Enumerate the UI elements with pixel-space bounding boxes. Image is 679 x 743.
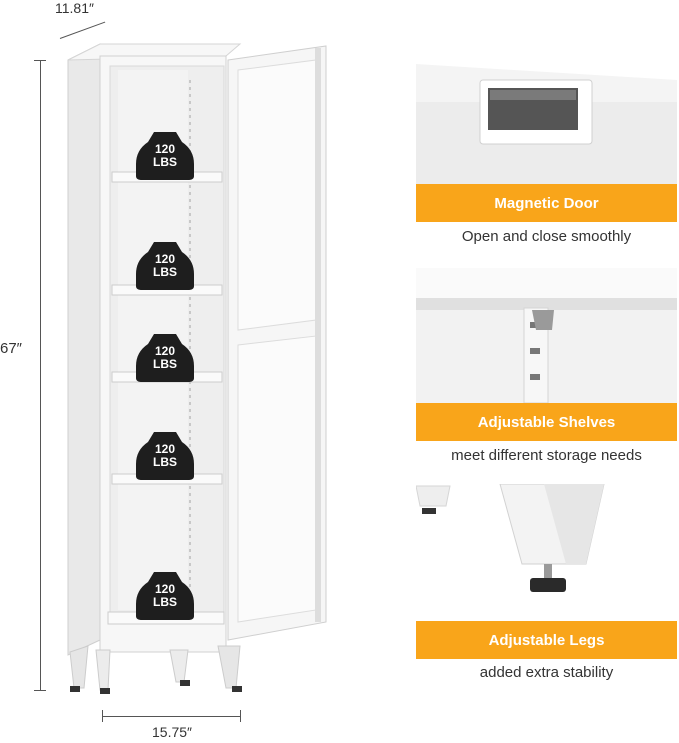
weight-unit: LBS <box>153 155 177 169</box>
adjustable-legs-image <box>416 484 677 608</box>
width-dimension-label: 15.75″ <box>152 724 192 740</box>
height-dimension-line <box>40 60 41 690</box>
adjustable-legs-subtitle: added extra stability <box>479 664 614 681</box>
weight-label-shelf-1: 120 LBS <box>138 143 192 169</box>
adjustable-shelves-photo <box>416 268 677 403</box>
cabinet-leg-front-right <box>217 645 241 689</box>
depth-dimension-label: 11.81″ <box>55 0 94 16</box>
door-inner-panel-bottom <box>237 335 317 623</box>
height-dimension-label: 67″ <box>0 338 24 359</box>
leg-foot <box>70 686 80 692</box>
adjustable-shelves-subtitle: meet different storage needs <box>451 447 642 464</box>
height-dimension-cap-top <box>34 60 46 61</box>
weight-value: 120 <box>154 442 176 456</box>
width-dimension-cap-left <box>102 710 103 722</box>
weight-label-shelf-4: 120 LBS <box>138 443 192 469</box>
cabinet-leg-front-left <box>69 645 89 689</box>
weight-value: 120 <box>154 142 176 156</box>
weight-value: 120 <box>154 252 176 266</box>
weight-value: 120 <box>154 582 176 596</box>
leg-foot <box>100 688 110 694</box>
weight-value: 120 <box>154 344 176 358</box>
cabinet-leg-back-left <box>95 649 111 691</box>
adjustable-legs-title: Adjustable Legs <box>416 621 677 659</box>
weight-unit: LBS <box>153 455 177 469</box>
cabinet-illustration <box>67 43 327 694</box>
height-dimension-cap-bottom <box>34 690 46 691</box>
magnetic-door-photo <box>416 50 677 184</box>
magnetic-door-subtitle: Open and close smoothly <box>461 228 632 245</box>
weight-icon <box>136 132 194 620</box>
leg-foot <box>232 686 242 692</box>
cabinet-leg-back-right <box>169 649 189 683</box>
weight-label-shelf-3: 120 LBS <box>138 345 192 371</box>
width-dimension-line <box>102 716 240 717</box>
adjustable-shelves-image <box>416 268 677 403</box>
magnetic-door-title: Magnetic Door <box>416 184 677 222</box>
door-inner-panel-top <box>237 59 317 331</box>
weight-unit: LBS <box>153 357 177 371</box>
weight-unit: LBS <box>153 595 177 609</box>
leg-foot <box>180 680 190 686</box>
weight-label-shelf-2: 120 LBS <box>138 253 192 279</box>
width-dimension-cap-right <box>240 710 241 722</box>
adjustable-legs-photo <box>416 484 677 608</box>
magnetic-door-image <box>416 50 677 184</box>
weight-unit: LBS <box>153 265 177 279</box>
cabinet-side-panel <box>67 43 101 656</box>
adjustable-shelves-title: Adjustable Shelves <box>416 403 677 441</box>
weight-label-bottom: 120 LBS <box>138 583 192 609</box>
